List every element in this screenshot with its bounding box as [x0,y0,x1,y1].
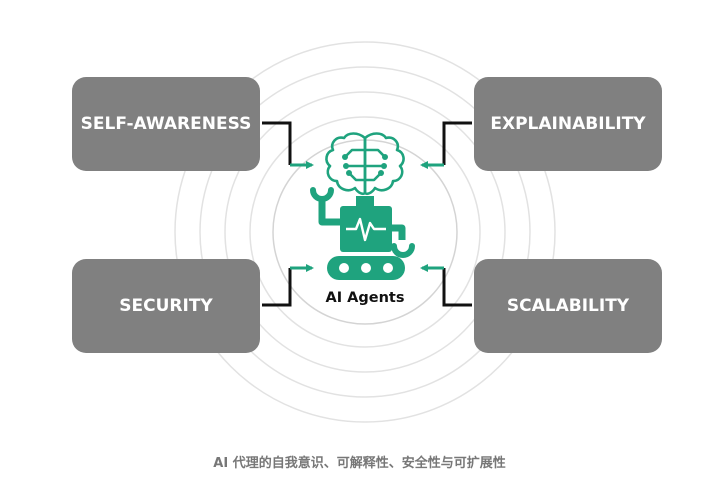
brain-circuit-icon [325,132,405,196]
center-label: AI Agents [326,290,405,306]
box-scalability: SCALABILITY [474,259,662,353]
box-explainability: EXPLAINABILITY [474,77,662,171]
robot-icon [310,187,415,280]
connector-top-left [262,121,314,169]
connector-bottom-left [262,264,314,307]
box-label: SELF-AWARENESS [81,114,252,134]
ai-agents-diagram: SELF-AWARENESS EXPLAINABILITY SECURITY S… [72,41,662,423]
connectors [262,121,472,307]
caption: AI 代理的自我意识、可解释性、安全性与可扩展性 [213,456,506,471]
connector-top-right [420,121,472,169]
ring [249,116,481,348]
ring [224,91,506,373]
box-label: SCALABILITY [507,296,630,316]
ring [199,66,531,398]
box-self-awareness: SELF-AWARENESS [72,77,260,171]
ring [174,41,556,423]
connector-bottom-right [420,264,472,307]
box-label: EXPLAINABILITY [490,114,646,134]
box-security: SECURITY [72,259,260,353]
box-label: SECURITY [119,296,213,316]
circuit-nodes [342,154,388,176]
